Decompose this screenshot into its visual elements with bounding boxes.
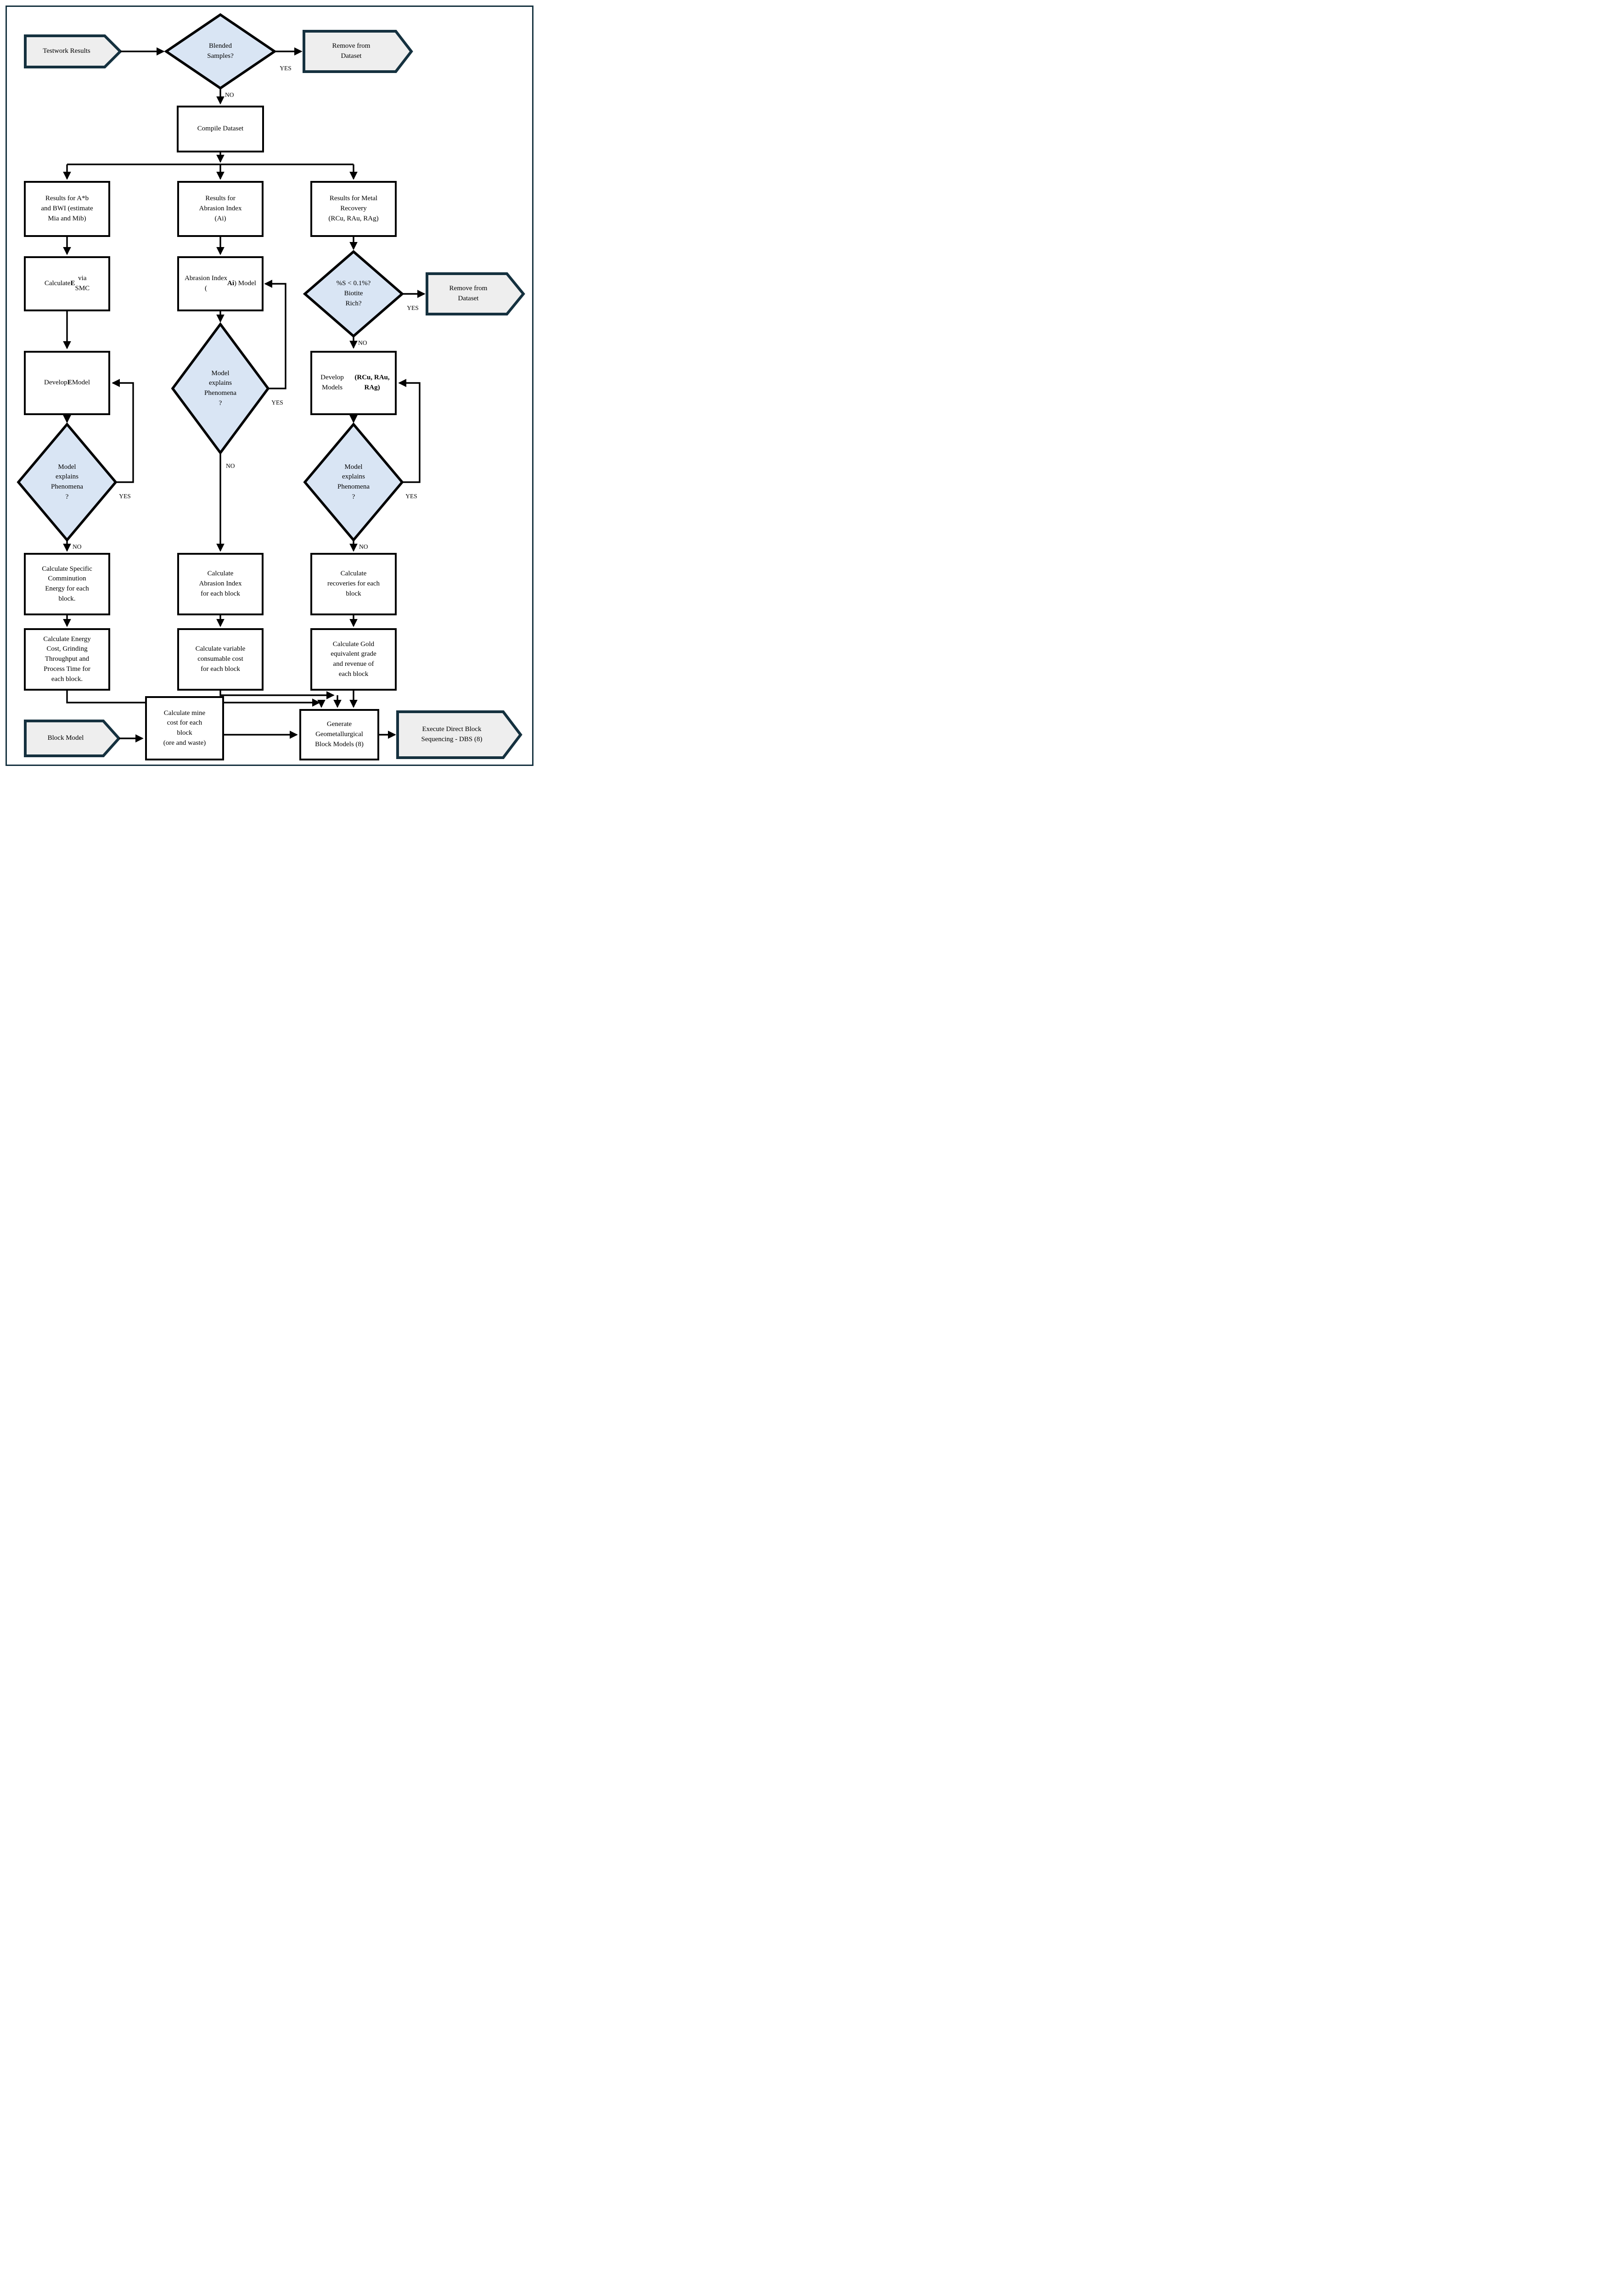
outer-border xyxy=(6,6,533,766)
process-calc-gold: Calculate Gold equivalent grade and reve… xyxy=(310,628,397,691)
flowchart: Compile Dataset Results for A*b and BWI … xyxy=(0,0,539,771)
edge-consumable-merge xyxy=(219,691,335,699)
terminal-block-model-shape xyxy=(24,720,121,757)
terminal-remove-dataset-right-shape xyxy=(426,272,525,315)
decision-model-explains-left-label: Model explains Phenomena ? xyxy=(51,463,83,501)
terminal-testwork-shape xyxy=(24,34,123,68)
edge-energycost-merge xyxy=(66,691,320,707)
process-results-ab-bwi: Results for A*b and BWI (estimate Mia an… xyxy=(24,181,110,237)
label-no-sulfur: NO xyxy=(358,339,367,346)
process-develop-e-model: Develop E Model xyxy=(24,351,110,415)
process-results-abrasion: Results for Abrasion Index (Ai) xyxy=(177,181,264,237)
label-no-right: NO xyxy=(359,543,368,550)
label-yes-mid: YES xyxy=(271,399,283,406)
label-yes-left: YES xyxy=(119,493,131,500)
label-no-mid: NO xyxy=(226,462,235,469)
edge-left-yes-loop xyxy=(112,379,134,483)
process-compile-dataset: Compile Dataset xyxy=(177,106,264,152)
label-yes-right: YES xyxy=(405,493,417,500)
label-no-left: NO xyxy=(73,543,82,550)
connector-layer xyxy=(17,13,525,759)
process-calc-abrasion-block: Calculate Abrasion Index for each block xyxy=(177,553,264,615)
label-yes-blended: YES xyxy=(280,65,292,72)
terminal-remove-dataset-right-label: Remove from Dataset xyxy=(449,285,488,302)
decision-model-explains-mid-label: Model explains Phenomena ? xyxy=(204,369,236,407)
process-abrasion-model: Abrasion Index (Ai) Model xyxy=(177,256,264,311)
terminal-execute-dbs-shape xyxy=(396,710,522,759)
decision-model-explains-right-label: Model explains Phenomena ? xyxy=(337,463,370,501)
edge-mid-yes-loop xyxy=(264,280,286,389)
process-calc-comminution: Calculate Specific Comminution Energy fo… xyxy=(24,553,110,615)
terminal-testwork-label: Testwork Results xyxy=(43,47,90,55)
edge-right-yes-loop xyxy=(398,379,421,483)
terminal-execute-dbs-label: Execute Direct Block Sequencing - DBS (8… xyxy=(421,726,483,743)
process-calculate-e-smc: Calculate E via SMC xyxy=(24,256,110,311)
process-calc-mine-cost: Calculate mine cost for each block (ore … xyxy=(145,696,224,760)
process-generate-blocks: Generate Geometallurgical Block Models (… xyxy=(299,709,379,760)
process-results-metal: Results for Metal Recovery (RCu, RAu, RA… xyxy=(310,181,397,237)
terminal-remove-dataset-top-shape xyxy=(303,30,413,73)
decision-sulfur-biotite-label: %S < 0.1%? Biotite Rich? xyxy=(336,280,371,307)
process-calc-recoveries: Calculate recoveries for each block xyxy=(310,553,397,615)
terminal-remove-dataset-top-label: Remove from Dataset xyxy=(332,42,371,60)
label-no-blended: NO xyxy=(225,91,234,98)
process-develop-models: Develop Models (RCu, RAu, RAg) xyxy=(310,351,397,415)
decision-blended-samples-label: Blended Samples? xyxy=(207,42,234,60)
terminal-block-model-label: Block Model xyxy=(47,734,84,742)
process-calc-consumable: Calculate variable consumable cost for e… xyxy=(177,628,264,691)
process-calc-energy-cost: Calculate Energy Cost, Grinding Throughp… xyxy=(24,628,110,691)
label-yes-sulfur: YES xyxy=(407,304,419,311)
